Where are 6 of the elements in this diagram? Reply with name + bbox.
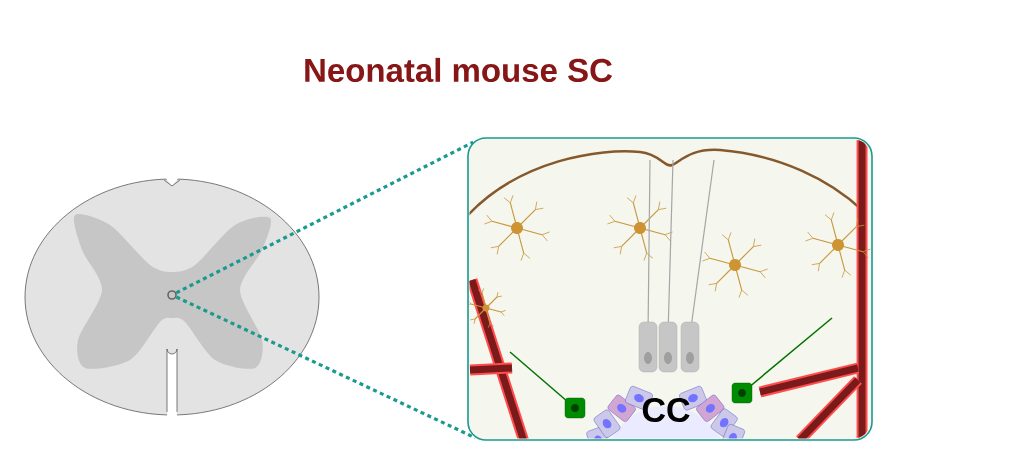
central-canal — [167, 290, 177, 300]
canal-label: CC — [642, 397, 690, 422]
zoom-line — [175, 140, 474, 295]
zoom-line — [175, 295, 476, 440]
spinal-cord-drawing — [24, 177, 320, 416]
title: Neonatal mouse SC — [305, 57, 612, 83]
